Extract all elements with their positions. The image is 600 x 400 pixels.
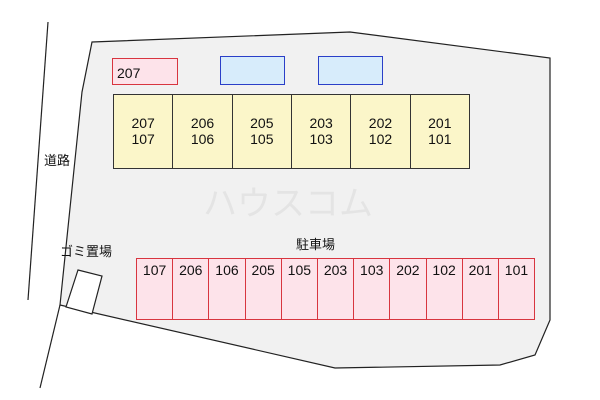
parking-slot: 206 [173,259,210,319]
garbage-area-box [65,269,103,315]
road-label: 道路 [44,153,71,168]
parking-slot-top-label: 207 [117,65,141,81]
parking-slot-blue-1 [220,56,285,85]
unit-upper-number: 201 [428,115,452,132]
parking-slot: 105 [282,259,318,319]
unit-lower-number: 105 [250,130,274,147]
parking-slot: 101 [504,262,529,278]
parking-slot: 107 [137,259,174,319]
watermark-logo: ハウスコム [203,185,373,223]
road-edge-line [27,21,49,301]
unit-lower-number: 107 [131,130,155,147]
parking-slot: 202 [390,259,427,319]
unit-lower-number: 101 [428,130,452,147]
unit-upper-number: 203 [309,115,333,132]
unit-upper-number: 206 [190,115,215,132]
parking-slot: 203 [318,259,355,319]
unit-upper-number: 205 [250,115,274,132]
parking-slot: 106 [209,259,246,319]
parking-slot: 103 [354,259,391,319]
unit-upper-number: 202 [368,115,393,132]
parking-slot: 201 [463,259,499,319]
unit-upper-number: 207 [131,115,155,132]
unit-lower-number: 102 [368,130,393,147]
garbage-area-label: ゴミ置場 [60,244,113,259]
parking-slot-blue-2 [318,56,383,85]
parking-slot: 102 [427,259,463,319]
parking-slot: 205 [246,259,282,319]
unit-lower-number: 103 [309,130,333,147]
unit-lower-number: 106 [190,130,215,147]
road-edge-line-lower [39,304,61,389]
parking-slot-top-207: 207 [112,58,178,85]
parking-label: 駐車場 [296,237,336,252]
